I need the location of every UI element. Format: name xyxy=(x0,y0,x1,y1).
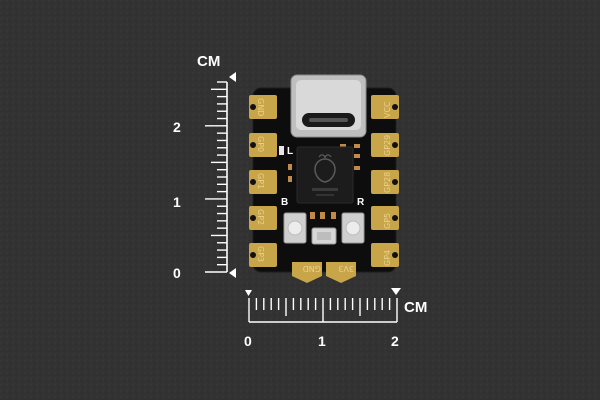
pad-left-1 xyxy=(249,95,277,119)
pin-label-bottom-3v3: 3V3 xyxy=(338,264,354,273)
pad-right-2 xyxy=(371,133,399,157)
horizontal-ruler: CM 0 1 2 xyxy=(244,288,427,349)
vertical-ruler-label-0: 0 xyxy=(173,265,181,281)
pin-label-right-4: GP5 xyxy=(383,213,392,229)
pin-label-right-1: VCC xyxy=(383,101,392,118)
horizontal-ruler-ticks xyxy=(248,298,398,323)
pad-left-4 xyxy=(249,206,277,230)
pcb-board: GND GP0 GP1 GP2 GP3 VCC GP29 GP28 GP5 GP… xyxy=(249,74,399,283)
pin-label-left-5: GP3 xyxy=(256,246,265,262)
horizontal-ruler-label-2: 2 xyxy=(391,333,399,349)
usb-c-connector xyxy=(290,74,367,138)
vertical-ruler-arrow-top xyxy=(229,72,236,82)
horizontal-ruler-arrow-left xyxy=(245,290,252,296)
pad-bottom-3v3 xyxy=(326,262,356,283)
pad-right-3 xyxy=(371,170,399,194)
boot-button xyxy=(283,212,307,244)
pin-label-right-2: GP29 xyxy=(383,135,392,156)
vertical-ruler-label-2: 2 xyxy=(173,119,181,135)
pad-left-5 xyxy=(249,243,277,267)
pad-bottom-gnd xyxy=(292,262,322,283)
led-icon xyxy=(279,146,284,155)
pad-left-2 xyxy=(249,133,277,157)
pin-label-left-4: GP2 xyxy=(256,209,265,225)
vertical-ruler-label-1: 1 xyxy=(173,194,181,210)
right-pads xyxy=(371,95,399,267)
vertical-ruler: CM 2 1 0 xyxy=(173,53,236,281)
microcontroller-chip xyxy=(296,146,354,204)
pad-right-5 xyxy=(371,243,399,267)
horizontal-ruler-arrow-right xyxy=(391,288,401,295)
reset-button-label: R xyxy=(357,197,365,208)
pin-label-right-3: GP28 xyxy=(383,172,392,193)
pad-left-3 xyxy=(249,170,277,194)
horizontal-ruler-label-1: 1 xyxy=(318,333,326,349)
boot-button-label: B xyxy=(281,197,288,208)
vertical-ruler-unit: CM xyxy=(197,53,220,70)
pin-label-bottom-gnd: GND xyxy=(303,264,321,273)
vertical-ruler-ticks xyxy=(205,81,228,273)
smd-components xyxy=(288,144,360,219)
reset-button xyxy=(341,212,365,244)
vertical-ruler-arrow-bottom xyxy=(229,268,236,278)
pin-label-left-2: GP0 xyxy=(256,136,265,152)
pin-label-left-3: GP1 xyxy=(256,173,265,189)
horizontal-ruler-label-0: 0 xyxy=(244,333,252,349)
horizontal-ruler-unit: CM xyxy=(404,299,427,316)
raspberry-logo-icon xyxy=(314,158,336,183)
pad-holes xyxy=(250,104,398,258)
pad-right-1 xyxy=(371,95,399,119)
led-label: L xyxy=(287,146,293,157)
left-pads xyxy=(249,95,277,267)
pin-label-left-1: GND xyxy=(256,98,265,116)
pad-right-4 xyxy=(371,206,399,230)
pin-label-right-5: GP4 xyxy=(383,250,392,266)
